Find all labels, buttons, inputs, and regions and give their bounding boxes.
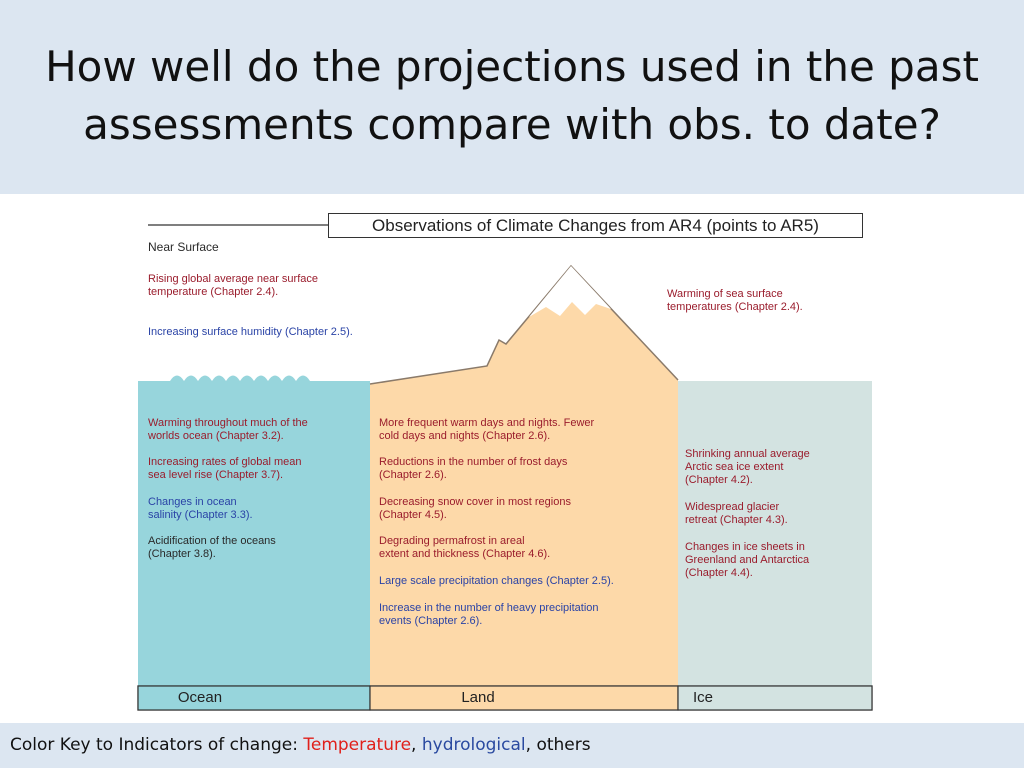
ocean-item-sea-level: Increasing rates of global mean sea leve… — [148, 456, 302, 481]
sea-surface-item: Warming of sea surface temperatures (Cha… — [667, 288, 803, 313]
land-item-permafrost: Degrading permafrost in areal extent and… — [379, 535, 551, 560]
land-item-frost-days: Reductions in the number of frost days (… — [379, 456, 568, 481]
color-key-temperature: Temperature — [303, 735, 412, 755]
ocean-label: Ocean — [177, 689, 223, 706]
color-key-separator: , — [411, 735, 422, 755]
land-mountain-panel — [370, 266, 678, 686]
ocean-item-warming: Warming throughout much of the worlds oc… — [148, 417, 308, 442]
ice-panel — [678, 381, 872, 686]
land-item-precipitation: Large scale precipitation changes (Chapt… — [379, 575, 614, 587]
ice-item-sea-ice: Shrinking annual average Arctic sea ice … — [685, 448, 810, 486]
ice-item-glacier: Widespread glacier retreat (Chapter 4.3)… — [685, 501, 788, 526]
slide-title-line-1: How well do the projections used in the … — [45, 42, 979, 91]
climate-observations-diagram: Observations of Climate Changes from AR4… — [0, 194, 1024, 723]
title-banner: How well do the projections used in the … — [0, 0, 1024, 194]
land-item-snow-cover: Decreasing snow cover in most regions (C… — [379, 496, 571, 521]
diagram-title: Observations of Climate Changes from AR4… — [328, 213, 863, 238]
color-key-footer: Color Key to Indicators of change: Tempe… — [0, 723, 1024, 768]
ice-item-ice-sheets: Changes in ice sheets in Greenland and A… — [685, 541, 810, 579]
color-key-prefix: Color Key to Indicators of change: — [10, 735, 304, 755]
color-key-others: others — [536, 735, 591, 755]
ocean-panel — [138, 375, 370, 686]
near-surface-item-humidity: Increasing surface humidity (Chapter 2.5… — [148, 326, 353, 338]
slide-title-line-2: assessments compare with obs. to date? — [83, 100, 941, 149]
color-key-separator: , — [525, 735, 537, 755]
land-item-warm-days: More frequent warm days and nights. Fewe… — [379, 417, 595, 442]
slide-title: How well do the projections used in the … — [0, 38, 1024, 154]
mountain-snow-cap — [529, 266, 611, 317]
ice-label: Ice — [693, 689, 714, 706]
color-key-hydrological: hydrological — [421, 735, 526, 755]
near-surface-heading: Near Surface — [148, 240, 219, 254]
near-surface-item-temperature: Rising global average near surface tempe… — [148, 273, 318, 298]
ocean-item-acidification: Acidification of the oceans (Chapter 3.8… — [148, 535, 276, 560]
diagram-graphics — [137, 224, 873, 711]
land-label: Land — [461, 689, 495, 706]
mountain-outline — [369, 264, 679, 385]
ice-label-cell — [677, 685, 873, 711]
land-item-heavy-precipitation: Increase in the number of heavy precipit… — [379, 602, 599, 627]
color-key: Color Key to Indicators of change: Tempe… — [10, 735, 591, 755]
ocean-item-salinity: Changes in ocean salinity (Chapter 3.3). — [148, 496, 253, 521]
